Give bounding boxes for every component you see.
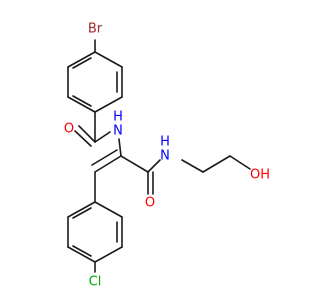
oxygen-amide1-label: O bbox=[64, 122, 74, 137]
n-vinyl-bond bbox=[118, 138, 122, 157]
oxygen-amide2-label: O bbox=[145, 196, 155, 211]
hydroxyl-label: OH bbox=[250, 168, 270, 183]
vinyl-double-a bbox=[94, 155, 122, 173]
alpha-carbonyl-bond bbox=[120, 155, 149, 173]
chlorine-label: Cl bbox=[89, 275, 102, 290]
bromine-label: Br bbox=[88, 22, 103, 37]
amide1-co-double-b bbox=[74, 130, 92, 147]
nh-amide1-n-label: N bbox=[113, 124, 123, 139]
amide1-cn-bond bbox=[94, 131, 111, 143]
vinyl-double-b bbox=[91, 149, 118, 166]
n-ch2-bond bbox=[181, 159, 204, 173]
bromophenyl-ring bbox=[67, 51, 123, 113]
ch2-oh-bond bbox=[229, 155, 251, 170]
nh-amide2-n-label: N bbox=[160, 149, 170, 164]
molecule-canvas: Br O H N H N O OH Cl bbox=[64, 22, 270, 290]
nh-amide2-h-label: H bbox=[160, 135, 170, 150]
ch2-ch2-bond bbox=[202, 155, 231, 173]
amide1-co-double-a bbox=[78, 125, 96, 143]
nh-amide1-h-label: H bbox=[113, 110, 123, 125]
structure-diagram: Br O H N H N O OH Cl bbox=[64, 22, 270, 290]
amide2-cn-bond bbox=[147, 159, 161, 173]
chlorophenyl-ring bbox=[67, 201, 123, 263]
